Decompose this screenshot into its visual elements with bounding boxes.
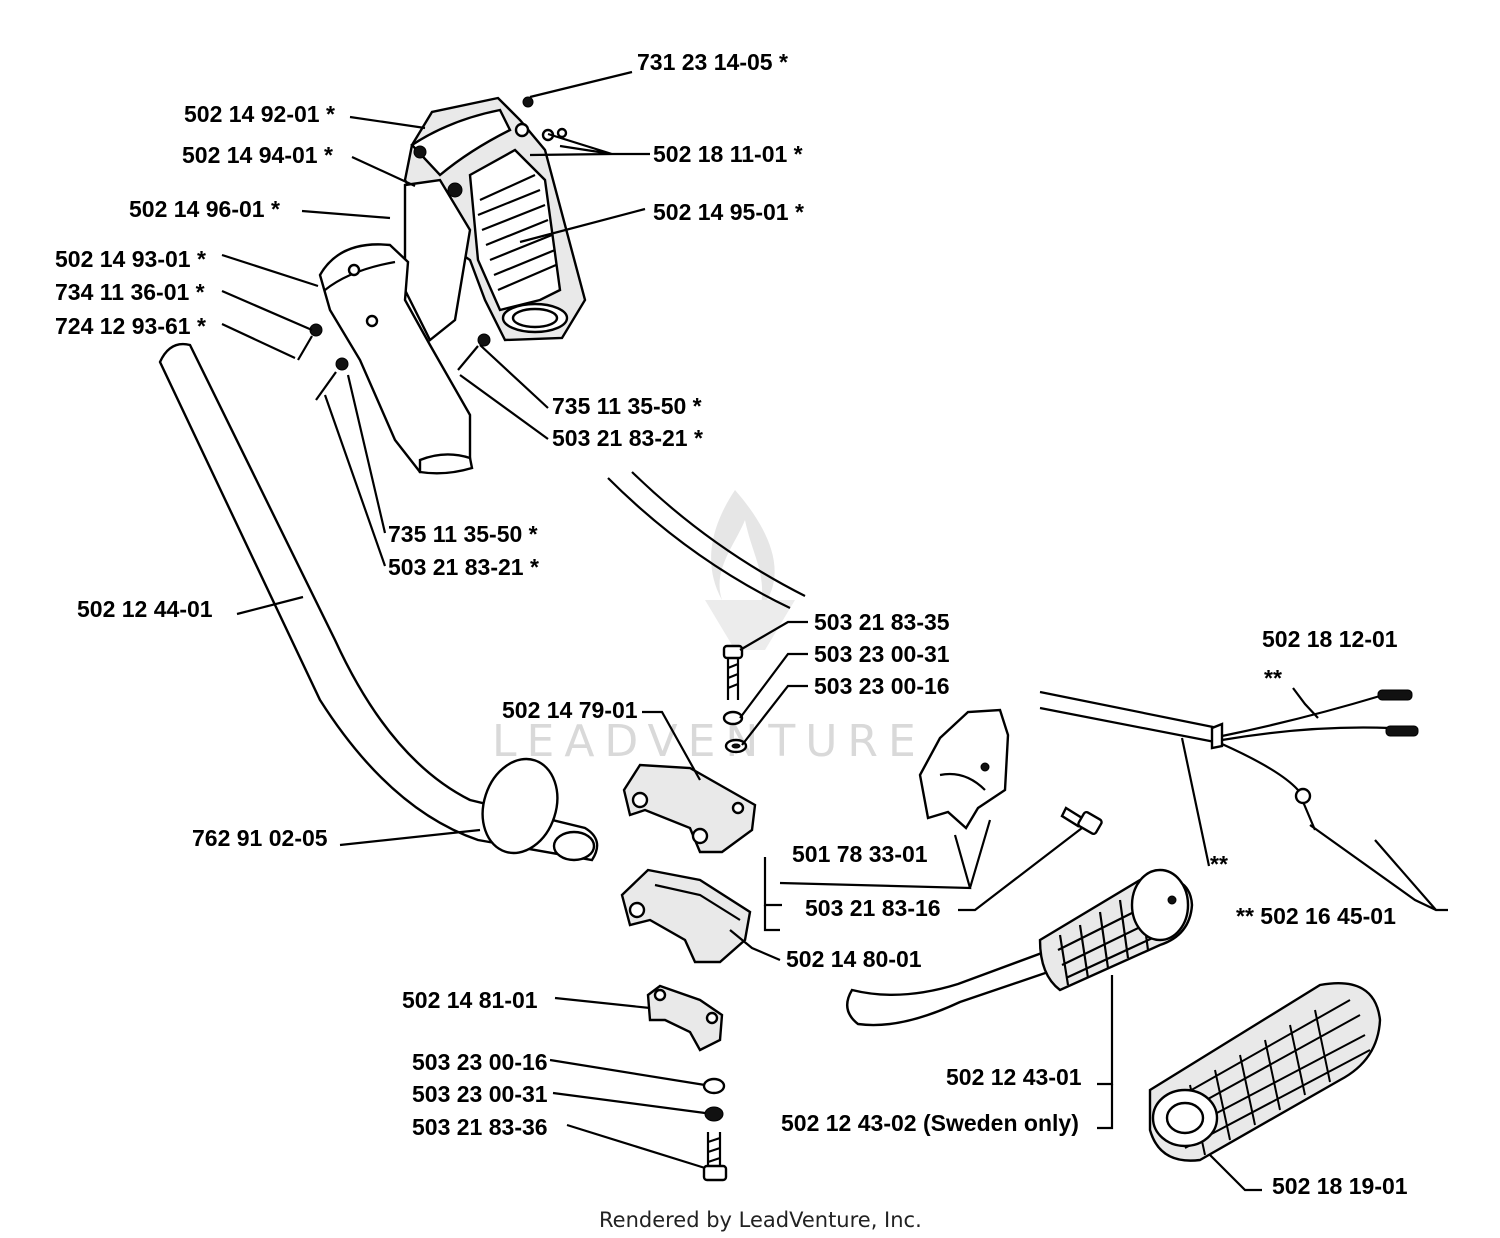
- clamp-lower: [620, 868, 752, 964]
- label-502148101: 502 14 81-01: [402, 987, 538, 1013]
- grip-with-tube: [846, 868, 1194, 1027]
- label-503230031-b: 503 23 00-31: [412, 1081, 548, 1107]
- bracket: [918, 708, 1010, 830]
- label-503218336: 503 21 83-36: [412, 1114, 548, 1140]
- bolt-stack-bottom: [702, 1077, 728, 1182]
- label-502124401: 502 12 44-01: [77, 596, 213, 622]
- label-502148001: 502 14 80-01: [786, 946, 922, 972]
- label-731231405: 731 23 14-05 *: [637, 49, 788, 75]
- label-502164501: ** 502 16 45-01: [1236, 903, 1396, 929]
- label-502124301: 502 12 43-01: [946, 1064, 1082, 1090]
- label-503230031-a: 503 23 00-31: [814, 641, 950, 667]
- bolt-stack-top: [722, 644, 748, 754]
- label-502181101: 502 18 11-01 *: [653, 141, 803, 167]
- clamp-small: [646, 984, 724, 1052]
- label-503230016-a: 503 23 00-16: [814, 673, 950, 699]
- clamp-upper: [622, 763, 757, 854]
- label-502147901: 502 14 79-01: [502, 697, 638, 723]
- footer-credit: Rendered by LeadVenture, Inc.: [599, 1208, 922, 1232]
- label-762910205: 762 91 02-05: [192, 825, 328, 851]
- label-502181901: 502 18 19-01: [1272, 1173, 1408, 1199]
- label-502149201: 502 14 92-01 *: [184, 101, 335, 127]
- label-double-star-1: **: [1264, 665, 1282, 691]
- label-735113550-b: 735 11 35-50 *: [388, 521, 538, 547]
- label-503218321-a: 503 21 83-21 *: [552, 425, 703, 451]
- label-501783301: 501 78 33-01: [792, 841, 928, 867]
- label-502124302: 502 12 43-02 (Sweden only): [781, 1110, 1079, 1136]
- label-734113601: 734 11 36-01 *: [55, 279, 205, 305]
- screw: [1060, 806, 1103, 836]
- trigger-handle-assembly: [297, 96, 587, 475]
- wire-harness: [1210, 689, 1419, 831]
- label-502181201: 502 18 12-01: [1262, 626, 1398, 652]
- handle-tube: [158, 342, 599, 862]
- label-503230016-b: 503 23 00-16: [412, 1049, 548, 1075]
- leader-lines: [221, 70, 1448, 1192]
- grip-spare: [1148, 982, 1382, 1162]
- label-502149301: 502 14 93-01 *: [55, 246, 206, 272]
- label-735113550-a: 735 11 35-50 *: [552, 393, 702, 419]
- watermark: LEADVENTURE: [492, 490, 926, 767]
- label-502149401: 502 14 94-01 *: [182, 142, 333, 168]
- label-double-star-2: **: [1210, 851, 1228, 877]
- label-502149601: 502 14 96-01 *: [129, 196, 280, 222]
- label-503218316: 503 21 83-16: [805, 895, 941, 921]
- label-503218321-b: 503 21 83-21 *: [388, 554, 539, 580]
- label-724129361: 724 12 93-61 *: [55, 313, 206, 339]
- label-502149501: 502 14 95-01 *: [653, 199, 804, 225]
- watermark-text: LEADVENTURE: [492, 716, 926, 767]
- label-503218335: 503 21 83-35: [814, 609, 950, 635]
- part-labels: 731 23 14-05 * 502 14 92-01 * 502 14 94-…: [55, 49, 1408, 1199]
